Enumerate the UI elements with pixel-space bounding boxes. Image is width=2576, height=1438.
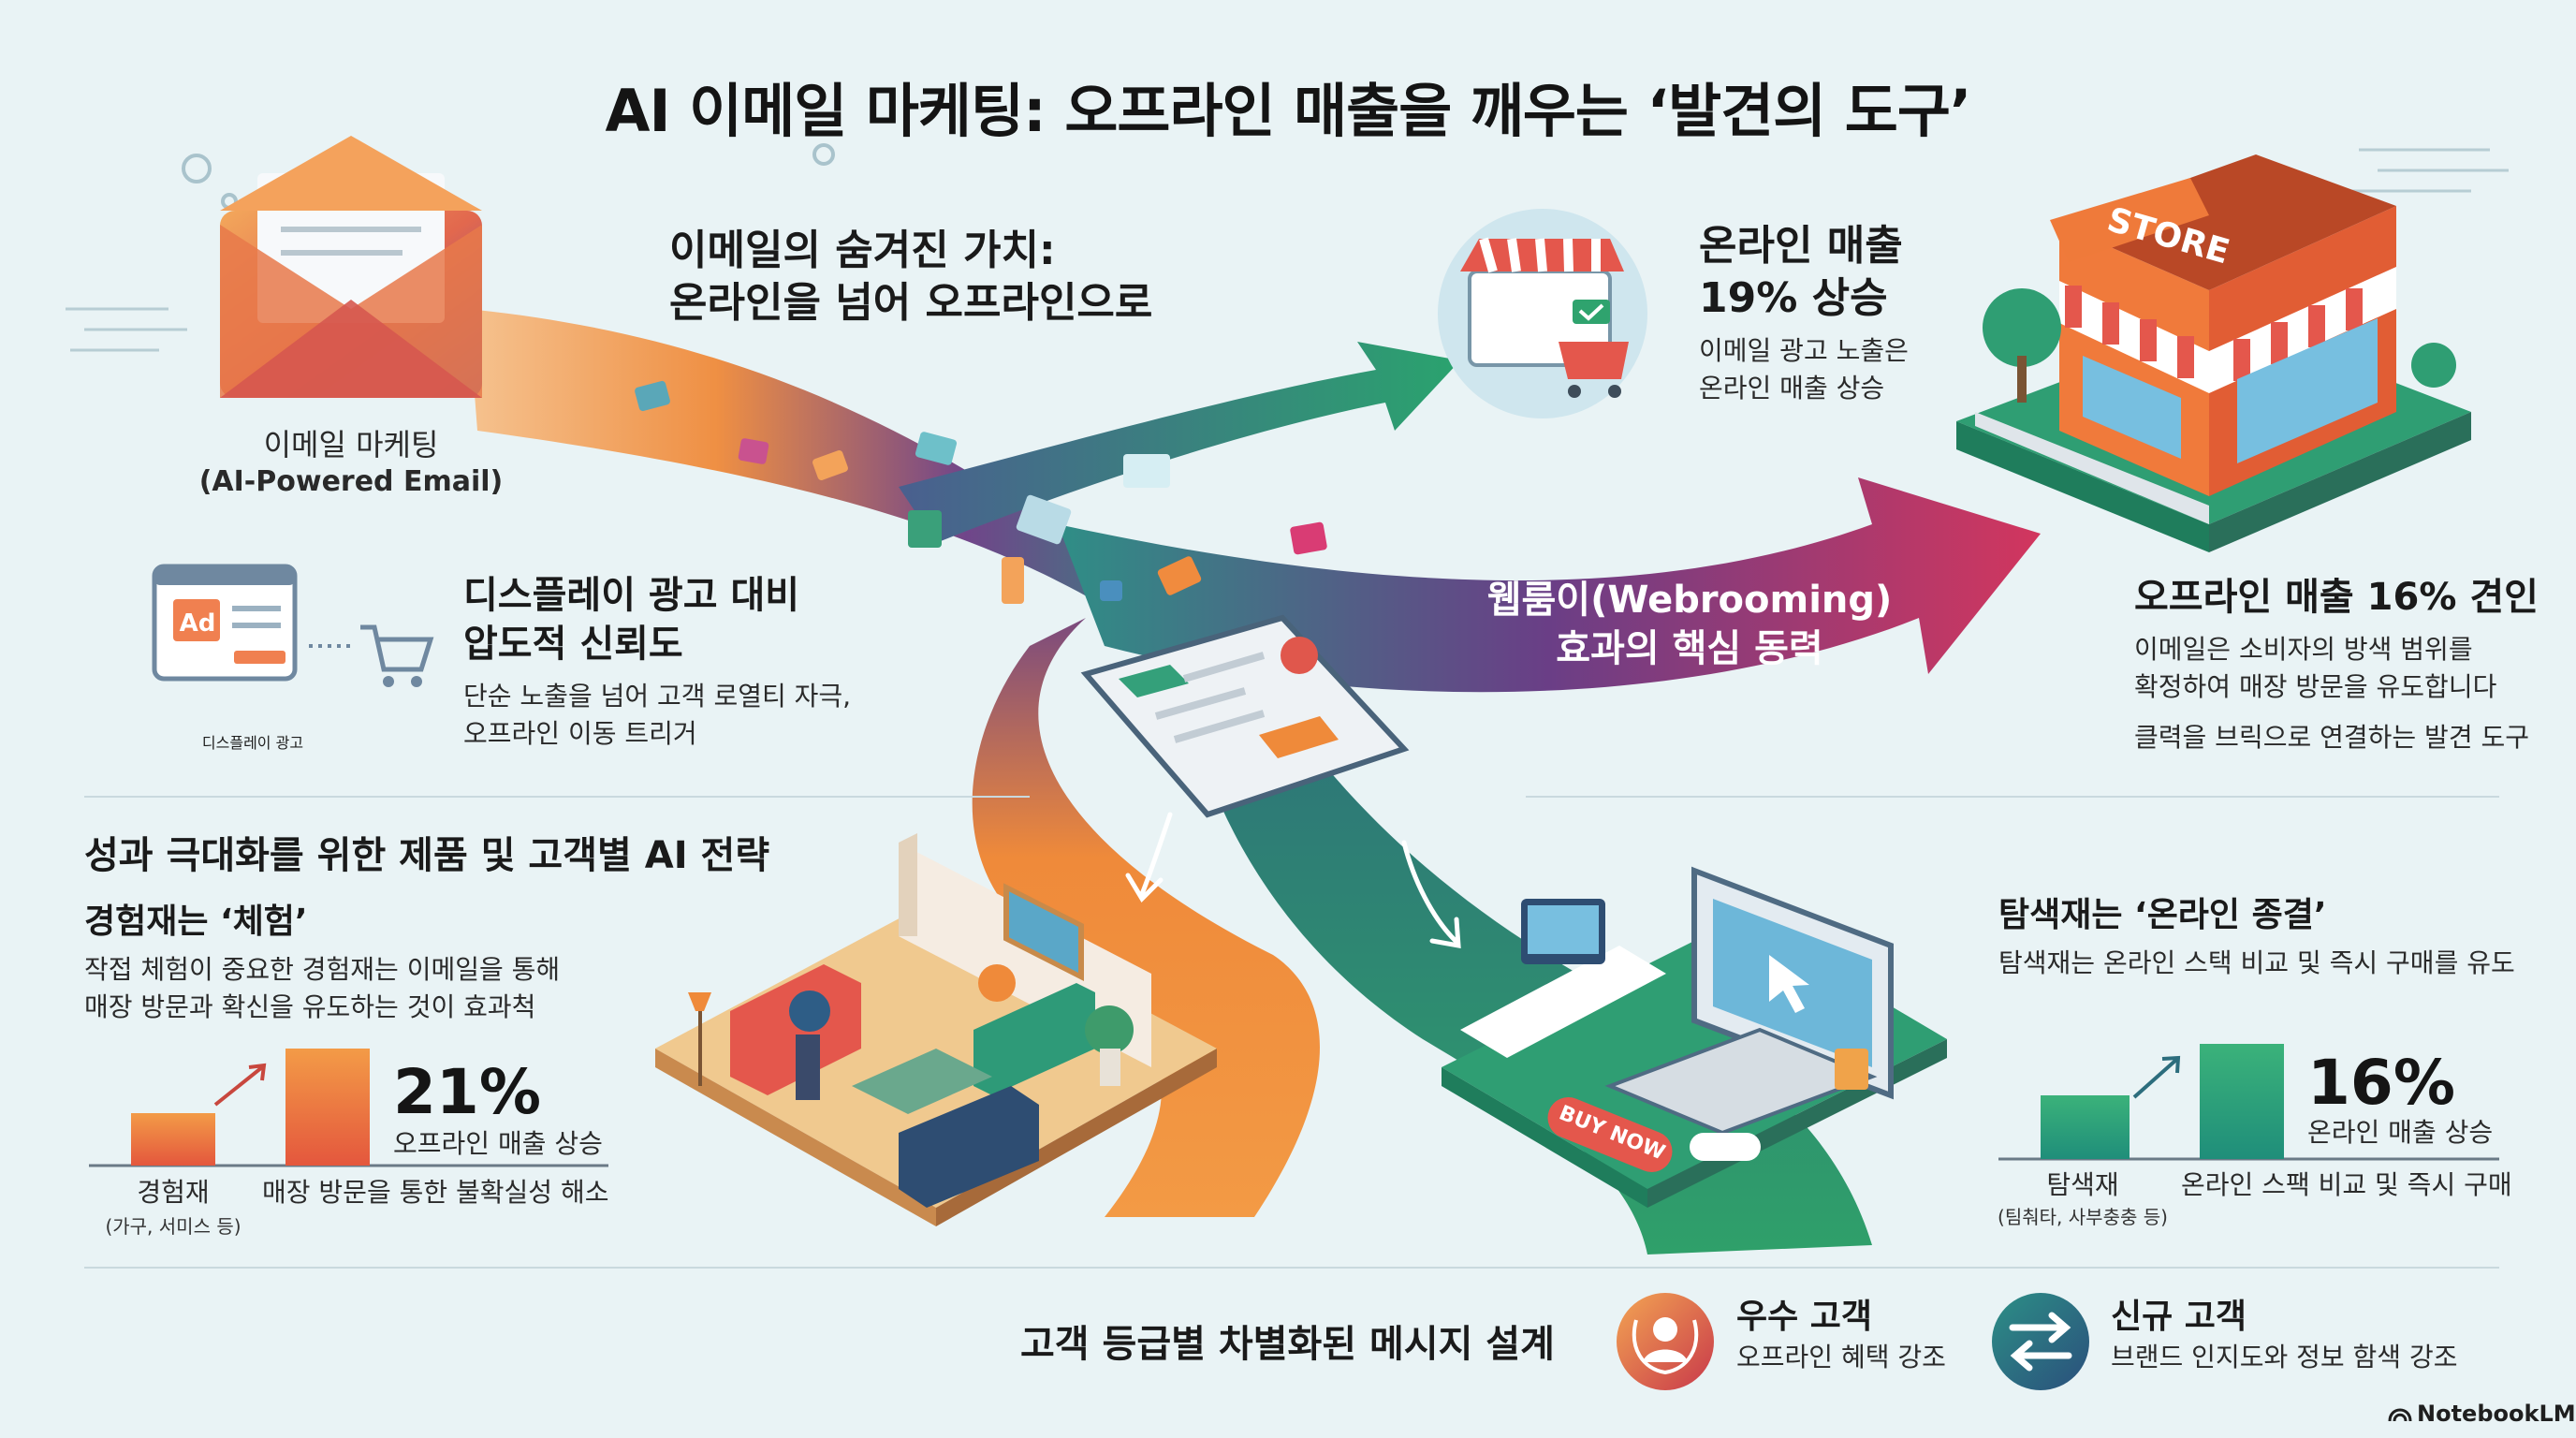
page-title: AI 이메일 마케팅: 오프라인 매출을 깨우는 ‘발견의 도구’	[605, 77, 1972, 145]
hidden-value-heading: 이메일의 숨겨진 가치: 온라인을 넘어 오프라인으로	[669, 225, 1250, 330]
decor-lines	[66, 148, 2509, 352]
search-goods-stat-label: 온라인 매출 상승	[2307, 1117, 2494, 1148]
flow-arrow-online	[899, 342, 1460, 543]
flow-down-left	[972, 618, 1320, 1217]
hidden-value-line2: 온라인을 넘어 오프라인으로	[669, 279, 1153, 327]
email-label-line1: 이메일 마케팅	[263, 427, 439, 462]
experience-stat-label: 오프라인 매출 상승	[393, 1128, 603, 1159]
divider-left	[84, 796, 1030, 798]
offline-sales-desc-line3: 클력을 브릭으로 연결하는 발견 도구	[2134, 722, 2530, 753]
webrooming-line2: 효과의 핵심 동력	[1556, 627, 1823, 670]
search-goods-block: 탐색재는 ‘온라인 종결’ 탐색재는 온라인 스택 비교 및 즉시 구매를 유도	[1998, 894, 2560, 982]
webrooming-line1: 웹룸이(Webrooming)	[1486, 579, 1893, 622]
experience-bar2-label: 매장 방문을 통한 불확실성 해소	[262, 1177, 609, 1208]
offline-sales-desc-line1: 이메일은 소비자의 방색 범위를	[2134, 634, 2473, 665]
search-goods-desc: 탐색재는 온라인 스택 비교 및 즉시 구매를 유도	[1998, 947, 2515, 978]
experience-bar-1	[131, 1113, 215, 1166]
search-goods-bar1-label: 탐색재	[2046, 1169, 2119, 1200]
vip-desc: 오프라인 혜택 강조	[1736, 1342, 1946, 1372]
notebooklm-brand: NotebookLM	[2417, 1401, 2576, 1427]
workspace-illustration	[1442, 866, 1947, 1208]
offline-sales-title: 오프라인 매출 16% 견인	[2134, 576, 2539, 619]
store-building-icon	[1956, 154, 2471, 552]
search-goods-title: 탐색재는 ‘온라인 종결’	[1998, 896, 2327, 934]
notebooklm-logo-icon	[2388, 1408, 2412, 1422]
email-tablet-icon	[1080, 614, 1410, 818]
display-ad-desc-line2: 오프라인 이동 트리거	[463, 718, 697, 749]
experience-stat: 21%	[393, 1056, 541, 1128]
experience-desc-line1: 작접 체험이 중요한 경험재는 이메일을 통해	[84, 954, 561, 985]
new-desc: 브랜드 인지도와 정보 함색 강조	[2111, 1342, 2458, 1372]
search-goods-bar-chart	[1998, 1044, 2499, 1161]
display-ad-label: 디스플레이 광고	[201, 734, 304, 752]
buy-now-button-art	[1547, 1097, 1673, 1172]
display-ad-title-line1: 디스플레이 광고 대비	[463, 574, 800, 617]
experience-bar1-label: 경험재	[137, 1177, 210, 1208]
display-ad-block: 디스플레이 광고 대비 압도적 신뢰도 단순 노출을 넘어 고객 로열티 자극,…	[463, 571, 950, 753]
experience-block: 경험재는 ‘체험’ 작접 체험이 중요한 경험재는 이메일을 통해 매장 방문과…	[84, 901, 683, 1026]
new-title: 신규 고객	[2111, 1298, 2247, 1336]
vip-customer-icon	[1617, 1293, 1714, 1390]
divider-right	[1526, 796, 2499, 798]
vip-customer-block: 우수 고객 오프라인 혜택 강조	[1736, 1296, 2017, 1376]
display-ad-title-line2: 압도적 신뢰도	[463, 623, 683, 666]
experience-bar-2	[285, 1049, 370, 1166]
email-label: 이메일 마케팅 (AI-Powered Email)	[187, 426, 515, 501]
new-customer-block: 신규 고객 브랜드 인지도와 정보 함색 강조	[2111, 1296, 2541, 1376]
flying-envelopes	[635, 380, 1327, 604]
divider-bottom	[84, 1267, 2499, 1269]
arrow-down-right-icon	[1401, 840, 1461, 949]
online-sales-desc-line1: 이메일 광고 노출은	[1699, 335, 1909, 366]
online-sales-title-line2: 19% 상승	[1699, 274, 1888, 322]
search-goods-bar2-label: 온라인 스팩 비교 및 즉시 구매	[2181, 1169, 2512, 1200]
online-sales-block: 온라인 매출 19% 상승 이메일 광고 노출은 온라인 매출 상승	[1699, 220, 2008, 407]
hidden-value-line1: 이메일의 숨겨진 가치:	[669, 227, 1056, 274]
email-envelope-icon	[220, 136, 482, 398]
offline-sales-block: 오프라인 매출 16% 견인 이메일은 소비자의 방색 범위를 확정하여 매장 …	[2134, 573, 2565, 756]
experience-desc-line2: 매장 방문과 확신을 유도하는 것이 효과척	[84, 991, 536, 1022]
experience-title: 경험재는 ‘체험’	[84, 902, 308, 941]
online-sales-title-line1: 온라인 매출	[1699, 222, 1903, 270]
search-goods-bar1-sub: (팀춰타, 사부충충 등)	[1998, 1206, 2168, 1228]
search-goods-bar-2	[2200, 1044, 2284, 1159]
vip-title: 우수 고객	[1736, 1298, 1873, 1336]
display-ad-icon	[152, 564, 434, 687]
offline-sales-desc-line2: 확정하여 매장 방문을 유도합니다	[2134, 671, 2497, 702]
search-goods-stat: 16%	[2307, 1047, 2455, 1119]
ad-icon-text: Ad	[179, 609, 216, 638]
arrow-down-left-icon	[1125, 812, 1173, 903]
online-sales-desc-line2: 온라인 매출 상승	[1699, 373, 1885, 404]
search-goods-bar-1	[2041, 1095, 2130, 1159]
new-customer-icon	[1992, 1293, 2089, 1390]
customer-grades-title: 고객 등급별 차별화된 메시지 설계	[1020, 1323, 1555, 1366]
experience-bar1-sub: (가구, 서미스 등)	[105, 1215, 242, 1238]
living-room-illustration	[655, 833, 1217, 1226]
webrooming-label: 웹룸이(Webrooming) 효과의 핵심 동력	[1442, 576, 1938, 673]
experience-bar-chart	[89, 1049, 608, 1167]
display-ad-desc-line1: 단순 노출을 넘어 고객 로열티 자극,	[463, 681, 852, 712]
email-label-line2: (AI-Powered Email)	[198, 465, 504, 498]
strategy-title: 성과 극대화를 위한 제품 및 고객별 AI 전략	[84, 834, 770, 877]
online-shop-icon	[1438, 209, 1647, 418]
